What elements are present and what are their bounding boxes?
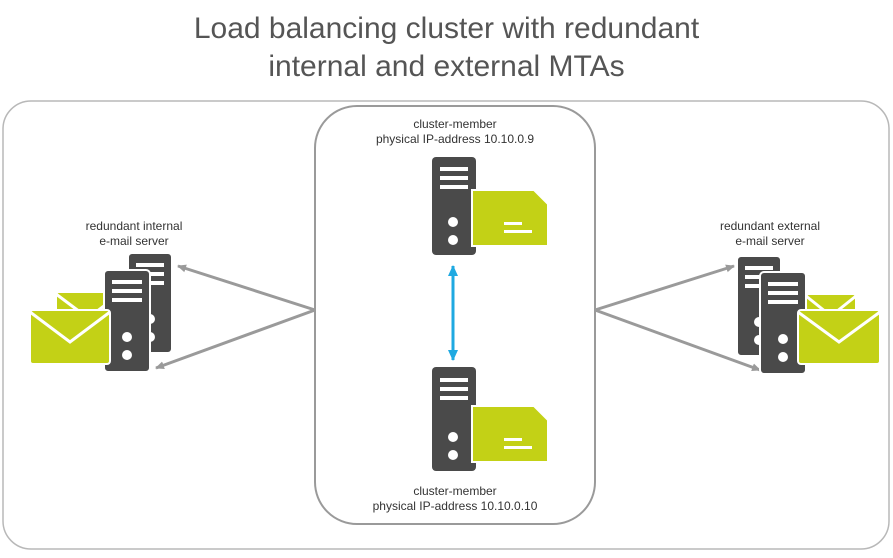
- bottom-member-name: cluster-member: [413, 484, 497, 498]
- server-icon: [759, 271, 807, 375]
- module-card-icon: [471, 405, 549, 463]
- server-icon: [103, 269, 151, 373]
- title-line-1: Load balancing cluster with redundant: [193, 12, 700, 45]
- top-member-name: cluster-member: [413, 117, 497, 131]
- external-server-label: redundant external e-mail server: [706, 219, 834, 249]
- external-server-line-1: redundant external: [719, 219, 821, 233]
- internal-mail-server-group: [29, 252, 173, 373]
- connector-internal-upper: [177, 264, 316, 312]
- internal-server-line-2: e-mail server: [99, 234, 169, 248]
- internal-server-label: redundant internal e-mail server: [70, 219, 198, 249]
- envelope-icon: [797, 309, 881, 365]
- connector-external-upper: [594, 264, 735, 312]
- server-icon: [432, 157, 476, 255]
- top-member-label: cluster-member physical IP-address 10.10…: [353, 117, 557, 147]
- diagram-title: Load balancing cluster with redundant in…: [0, 10, 893, 86]
- external-server-line-2: e-mail server: [735, 234, 805, 248]
- title-line-2: internal and external MTAs: [268, 50, 625, 83]
- internal-server-line-1: redundant internal: [85, 219, 183, 233]
- top-member-ip: physical IP-address 10.10.0.9: [375, 132, 535, 146]
- server-icon: [432, 367, 476, 471]
- module-card-icon: [471, 189, 549, 247]
- connector-external-lower: [594, 308, 761, 372]
- bottom-member-label: cluster-member physical IP-address 10.10…: [353, 484, 557, 514]
- connector-internal-lower: [155, 308, 316, 370]
- bottom-member-ip: physical IP-address 10.10.0.10: [372, 499, 538, 513]
- connectors: [155, 264, 761, 372]
- cluster-member-top: [432, 157, 549, 255]
- cluster-member-bottom: [432, 367, 549, 471]
- envelope-icon: [29, 309, 111, 365]
- external-mail-server-group: [736, 255, 881, 375]
